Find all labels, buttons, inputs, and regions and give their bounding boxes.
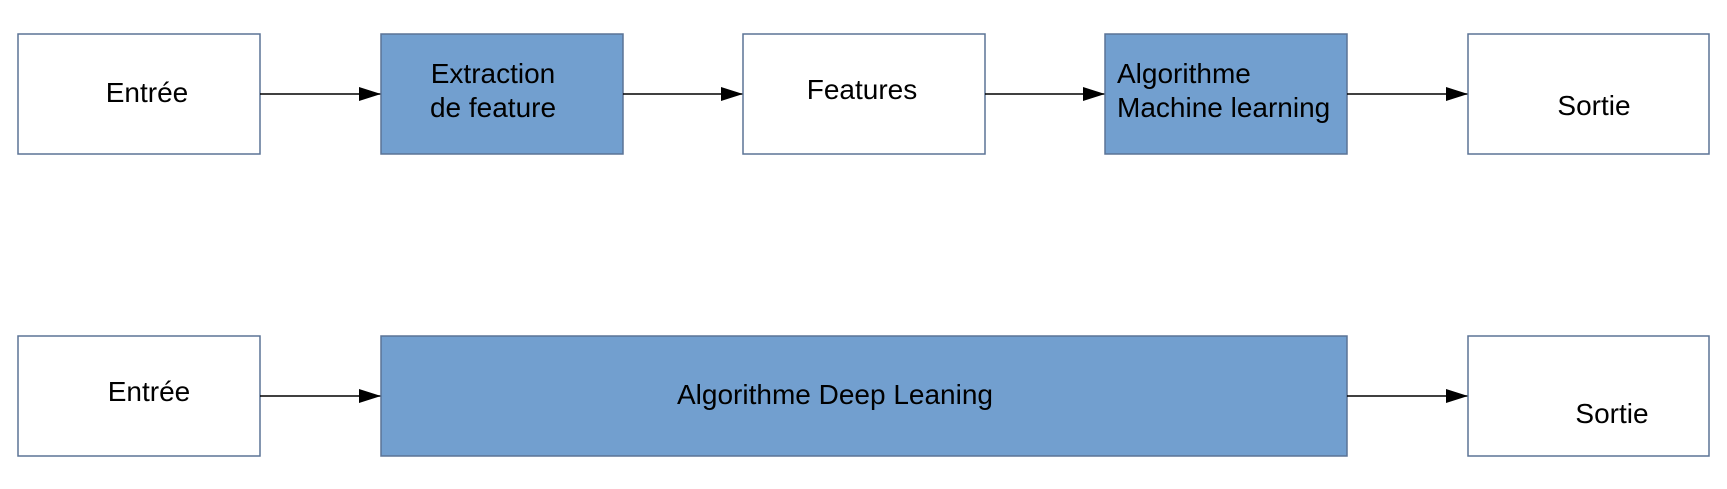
- ml-output-box: Sortie: [1467, 33, 1710, 155]
- ml-algorithm-label-line2: Machine learning: [1117, 92, 1330, 123]
- dl-output-label: Sortie: [1575, 398, 1648, 429]
- feature-extraction-label-line1: Extraction: [431, 58, 556, 89]
- ml-pipeline-row: Entrée Extraction de feature Features Al…: [17, 33, 1710, 155]
- ml-input-box: Entrée: [17, 33, 261, 155]
- dl-input-box: Entrée: [17, 335, 261, 457]
- ml-algorithm-label-line1: Algorithme: [1117, 58, 1251, 89]
- ml-algorithm-box: Algorithme Machine learning: [1104, 33, 1348, 155]
- dl-output-box: Sortie: [1467, 335, 1710, 457]
- dl-pipeline-row: Entrée Algorithme Deep Leaning Sortie: [17, 335, 1710, 457]
- dl-input-label: Entrée: [108, 376, 191, 407]
- feature-extraction-label-line2: de feature: [430, 92, 556, 123]
- feature-extraction-box: Extraction de feature: [380, 33, 624, 155]
- dl-algorithm-box: Algorithme Deep Leaning: [380, 335, 1348, 457]
- dl-algorithm-label: Algorithme Deep Leaning: [677, 379, 993, 410]
- ml-output-label: Sortie: [1557, 90, 1630, 121]
- ml-input-label: Entrée: [106, 77, 189, 108]
- features-box: Features: [742, 33, 986, 155]
- features-label: Features: [807, 74, 918, 105]
